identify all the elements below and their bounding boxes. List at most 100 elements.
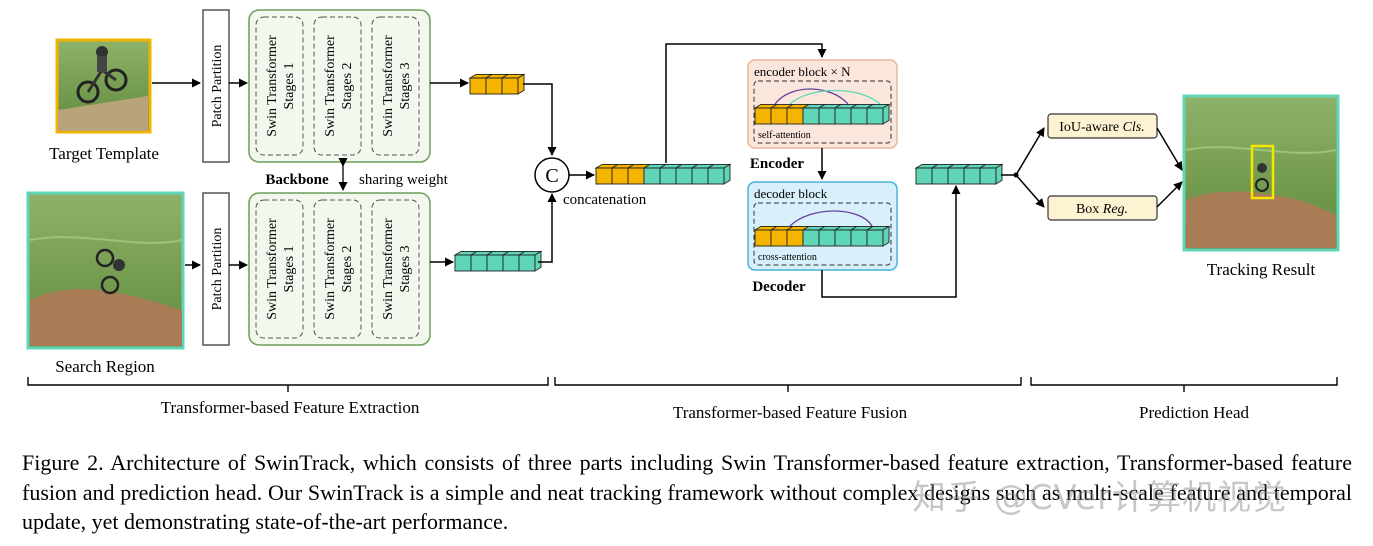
encoder-inner [753,80,892,144]
token [754,229,772,247]
encoder-tokens [753,103,891,125]
token [802,229,820,247]
stage-2-bottom [313,199,362,339]
token [754,107,772,125]
self-attention-label: self-attention [758,130,811,141]
token [786,107,804,125]
token-side [534,250,542,272]
backbone-bottom [248,192,431,346]
stage-3-bottom [371,199,420,339]
token [850,229,868,247]
decoder-label: Decoder [752,279,806,295]
token-side [517,73,525,95]
stage-3-top-line1: Swin Transformer [381,35,396,137]
section-feature-fusion: Transformer-based Feature Fusion [673,403,908,422]
template-to-concat [523,83,557,156]
brace-prediction-head [1030,377,1338,392]
figure-caption: Figure 2. Architecture of SwinTrack, whi… [22,450,1352,534]
cls-head-label: IoU-aware Cls. [1059,120,1145,135]
stage-2-top-line2: Stages 2 [340,62,355,109]
template-tokens [468,73,526,95]
token [485,77,503,95]
decoder-to-output [821,185,961,298]
search-region-image [26,191,185,350]
token [979,167,997,185]
concat-to-encoder [665,43,827,163]
tracking-result-label: Tracking Result [1207,260,1316,279]
decoder-block-title: decoder block [754,186,828,201]
token [947,167,965,185]
target-template-label: Target Template [49,144,159,163]
token [675,167,693,185]
search-region-label: Search Region [55,357,155,376]
token [770,229,788,247]
patch-partition-bottom [202,192,230,346]
token [643,167,661,185]
encoder-block-title: encoder block × N [754,64,851,79]
token [691,167,709,185]
stage-1-bottom-line1: Swin Transformer [265,218,280,320]
token [834,107,852,125]
token [502,254,520,272]
split-to-cls [1015,127,1045,176]
decoder-tokens [753,225,891,247]
stage-2-top-line1: Swin Transformer [323,35,338,137]
token-side [882,225,890,247]
token [770,107,788,125]
token [611,167,629,185]
cls-head-box [1047,113,1158,139]
sharing-weight-label: sharing weight [359,172,449,188]
concat-tokens [594,163,732,185]
token [866,107,884,125]
reg-to-result [1156,181,1183,208]
token [866,229,884,247]
self-attention-arc-2 [789,89,881,105]
token [469,77,487,95]
reg-head-box [1047,195,1158,221]
stage-3-top [371,16,420,156]
cross-attention-arc [789,210,873,227]
token [802,107,820,125]
stage-2-bottom-line1: Swin Transformer [323,218,338,320]
stage-1-bottom-line2: Stages 1 [282,245,297,292]
patch-partition-top [202,9,230,163]
token [834,229,852,247]
encoder-label: Encoder [750,156,805,172]
patch-partition-top-label: Patch Partition [210,45,225,128]
stage-2-top [313,16,362,156]
section-prediction-head: Prediction Head [1139,403,1249,422]
stage-1-top [255,16,304,156]
reg-head-label: Box Reg. [1076,202,1128,217]
brace-feature-extraction [27,377,549,392]
self-attention-arc-1 [774,88,849,105]
token [818,107,836,125]
token [501,77,519,95]
backbone-bottom-stages: Swin Transformer Stages 1 Swin Transform… [255,199,420,339]
token [595,167,613,185]
stage-2-bottom-line2: Stages 2 [340,245,355,292]
section-feature-extraction: Transformer-based Feature Extraction [161,398,420,417]
stage-3-bottom-line1: Swin Transformer [381,218,396,320]
token [850,107,868,125]
stage-1-top-line2: Stages 1 [282,62,297,109]
stage-1-bottom [255,199,304,339]
token [627,167,645,185]
cross-attention-label: cross-attention [758,252,817,263]
token-side [723,163,731,185]
output-tokens [914,163,1004,185]
token [659,167,677,185]
token [486,254,504,272]
token-side [882,103,890,125]
token [470,254,488,272]
token [931,167,949,185]
token [707,167,725,185]
decoder-inner [753,202,892,266]
tracking-result-image [1182,94,1340,252]
patch-partition-bottom-label: Patch Partition [210,228,225,311]
stage-1-top-line1: Swin Transformer [265,35,280,137]
architecture-diagram: Target Template Search Region Patch Part… [26,9,1340,422]
brace-feature-fusion [554,377,1022,392]
stage-3-top-line2: Stages 3 [398,62,413,109]
concat-label: concatenation [563,192,647,208]
token [454,254,472,272]
